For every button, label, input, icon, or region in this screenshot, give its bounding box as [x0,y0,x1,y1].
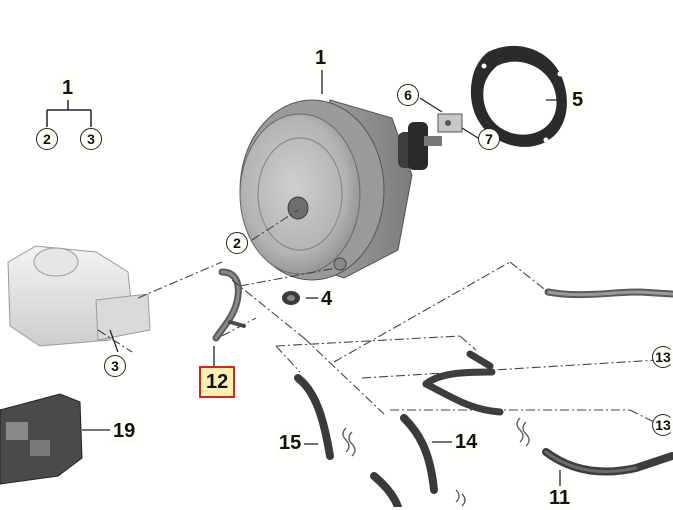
callout-part-19[interactable]: 19 [110,419,139,443]
callout-part-12-selected[interactable]: 12 [199,366,236,398]
hoses [294,288,673,507]
break-marks [342,417,530,507]
callout-part-2[interactable]: 2 [226,232,248,254]
routing-lines [97,209,659,425]
tree-callout-left: 2 [36,128,58,150]
vacuum-line-12 [212,268,246,342]
brake-fluid-reservoir [7,245,151,347]
callout-part-15[interactable]: 15 [276,431,305,455]
callout-booster[interactable]: 1 [312,46,330,70]
callout-part-13-lower[interactable]: 13 [652,414,673,436]
callout-part-4[interactable]: 4 [318,287,336,311]
callout-tree [46,97,92,127]
tree-callout-right: 3 [80,128,102,150]
grommet-4 [282,291,300,305]
callout-part-6[interactable]: 6 [397,84,419,106]
bracket [0,393,83,485]
brake-booster [239,99,463,281]
tree-callout-top: 1 [59,76,77,100]
callout-part-11[interactable]: 11 [546,486,574,510]
callout-part-14[interactable]: 14 [452,430,481,454]
callout-part-3[interactable]: 3 [104,355,126,377]
gasket [470,45,567,147]
callout-part-13-upper[interactable]: 13 [652,346,673,368]
callout-part-7[interactable]: 7 [478,128,500,150]
callout-part-5[interactable]: 5 [569,88,587,112]
